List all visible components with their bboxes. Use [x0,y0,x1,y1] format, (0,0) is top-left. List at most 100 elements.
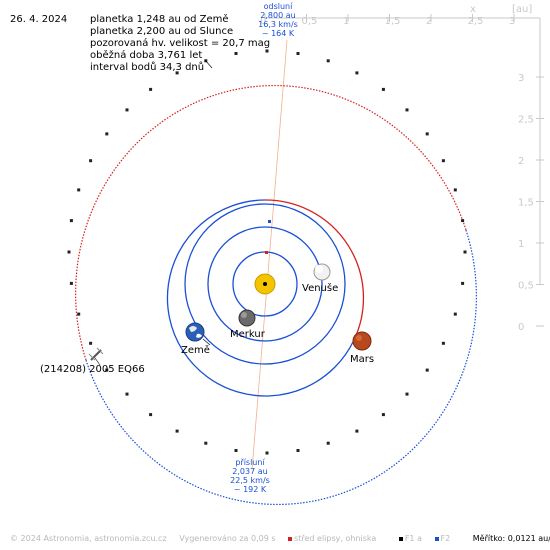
venus-label: Venuše [302,283,339,294]
orbit-point-marker [441,159,445,163]
earth-orbit [184,203,346,365]
x-tick-label: 2,5 [468,16,484,27]
mercury-label: Merkur [230,329,265,340]
earth-planet [185,322,205,342]
copyright-link[interactable]: © 2024 Astronomia, astronomia.zcu.cz [10,534,167,543]
aphelion-title: odsluní [263,2,293,11]
y-tick-label: 0,5 [518,281,534,292]
mars-orbit-far [166,199,355,397]
orbit-point-marker [326,59,330,63]
info-distance-sun: planetka 2,200 au od Slunce [90,26,234,37]
orbit-point-marker [67,250,71,254]
aphelion-distance: 2,800 au [260,11,296,20]
axis-unit-label: [au] [512,4,532,15]
orbit-point-marker [381,413,385,417]
orbit-point-marker [149,413,153,417]
axis-x-label: x [470,4,476,15]
orbit-point-marker [296,52,300,55]
y-tick-label: 1,5 [518,198,534,209]
x-tick-label: 3 [509,16,515,27]
orbit-point-marker [453,312,457,316]
info-period: oběžná doba 3,761 let [90,50,203,61]
earth-label: Země [181,345,210,356]
orbit-point-marker [326,441,330,445]
perihelion-distance: 2,037 au [232,467,268,476]
y-tick-label: 1 [518,239,524,250]
orbit-point-marker [265,49,269,53]
focus-f2-marker [268,220,271,223]
orbit-point-marker [234,449,238,452]
y-tick-label: 2,5 [518,115,534,126]
perihelion-speed: 22,5 km/s [230,476,270,485]
orbit-point-marker [405,108,409,112]
ellipse-center-marker [265,251,268,254]
orbit-point-marker [175,429,179,433]
perihelion-temp: ~ 192 K [233,485,267,494]
orbit-point-marker [149,87,153,91]
orbit-point-marker [204,441,208,445]
orbit-point-marker [463,250,467,254]
y-tick-label: 2 [518,156,524,167]
earth-pointer-line [202,338,211,346]
info-interval: interval bodů 34,3 dnů [90,62,205,73]
info-pointer-line [204,59,213,69]
legend-foci-item: F1 a F2 [398,534,460,543]
orbit-point-marker [105,368,109,372]
orbit-point-marker [105,132,109,136]
asteroid-info-block: planetka 1,248 au od Země planetka 2,200… [90,14,270,74]
orbit-point-marker [425,368,429,372]
legend-black-square-icon [398,536,403,541]
footer-bar: © 2024 Astronomia, astronomia.zcu.cz Vyg… [10,534,550,543]
asteroid-pointer-line [94,357,101,366]
aphelion-speed: 16,3 km/s [258,20,298,29]
orbit-point-marker [381,87,385,91]
venus-orbit [207,226,323,342]
orbit-point-marker [77,188,81,192]
x-tick-label: 0,5 [302,16,318,27]
orbit-point-marker [175,71,179,75]
aphelion-temp: ~ 164 K [261,29,295,38]
orbit-point-marker [69,219,73,223]
y-tick-label: 0 [518,322,524,333]
info-distance-earth: planetka 1,248 au od Země [90,14,229,25]
asteroid-label: (214208) 2005 EQ66 [40,364,145,375]
mars-label: Mars [350,354,375,365]
orbit-point-marker [234,52,238,55]
asteroid-probe-icon [88,347,104,361]
orbit-point-marker [441,341,445,345]
orbit-point-marker [355,429,359,433]
x-tick-label: 1 [343,16,349,27]
info-magnitude: pozorovaná hv. velikost = 20,7 mag [90,38,271,49]
orbit-point-marker [89,341,93,345]
orbit-point-marker [125,392,129,396]
sun [254,273,276,295]
orbit-point-marker [355,71,359,75]
apsis-line [251,39,288,471]
orbit-point-marker [425,132,429,136]
orbit-point-marker [296,449,300,452]
y-tick-label: 3 [518,73,524,84]
orbit-point-marker [461,219,465,223]
venus-planet [313,263,331,281]
date-label: 26. 4. 2024 [10,14,68,25]
orbit-point-marker [125,108,129,112]
perihelion-label: přísluní 2,037 au 22,5 km/s ~ 192 K [220,458,280,494]
mars-orbit [264,199,365,341]
legend-center-item: střed elipsy, ohniska [288,534,386,543]
scale-axes: 0 0,5 1 1,5 2 2,5 3 3 2,5 2 1,5 1 0,5 0 x [au] [260,4,544,333]
orbit-point-marker [77,312,81,316]
orbit-point-marker [265,451,269,455]
perihelion-title: přísluní [235,458,265,467]
mars-planet [352,331,372,351]
x-tick-label: 1,5 [385,16,401,27]
orbit-point-marker [461,281,465,285]
x-tick-label: 0 [260,16,266,27]
mercury-planet [238,309,256,327]
orbit-point-marker [453,188,457,192]
orbit-point-marker [89,159,93,163]
legend-blue-square-icon [434,536,439,541]
orbit-point-marker [405,392,409,396]
legend-red-square-icon [288,536,293,541]
x-tick-label: 2 [426,16,432,27]
